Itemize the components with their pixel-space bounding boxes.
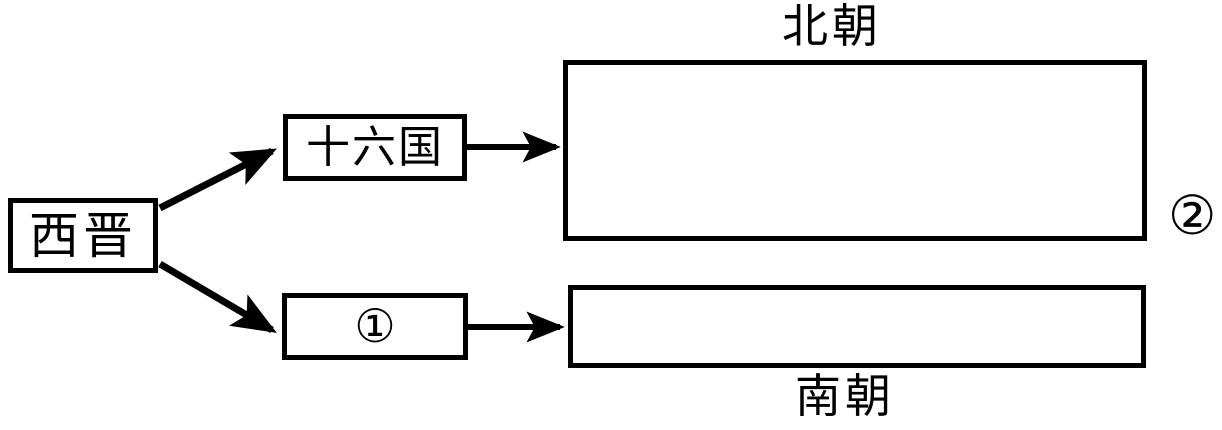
node-sixteen-kingdoms: 十六国	[283, 114, 467, 181]
north-dynasties-box: ② 东魏 北齐 西魏 北周	[563, 60, 1216, 243]
node-blank-two-label: ②	[1168, 186, 1217, 246]
node-blank-one: ①	[282, 293, 468, 360]
edge-xijin-to-shiliuguo	[158, 147, 277, 212]
south-dynasties-label: 南朝	[795, 371, 895, 422]
edge-xijin-to-blank-one	[158, 260, 277, 334]
node-sixteen-kingdoms-label: 十六国	[306, 122, 444, 172]
node-blank-one-label: ①	[354, 300, 396, 352]
node-western-jin: 西晋	[8, 198, 158, 273]
node-western-jin-label: 西晋	[29, 207, 137, 264]
south-dynasties-box: 宋 齐 梁 陈	[568, 285, 1146, 368]
north-dynasties-label: 北朝	[782, 1, 882, 52]
